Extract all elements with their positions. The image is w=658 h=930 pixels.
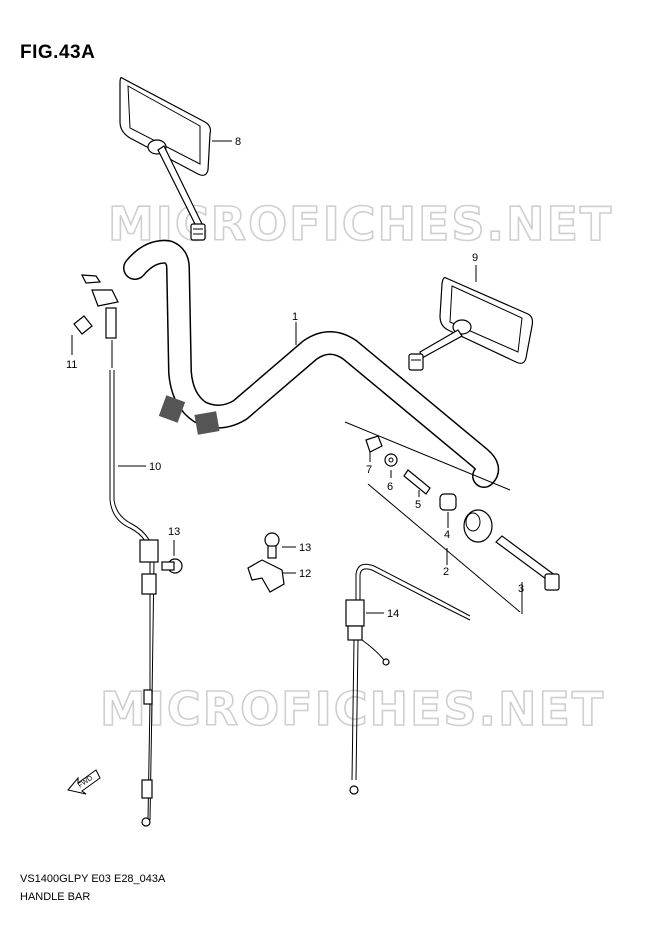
callout-1: 1 xyxy=(292,311,298,323)
bar-end-parts xyxy=(365,435,560,613)
left-mirror xyxy=(119,77,212,241)
figure-name: HANDLE BAR xyxy=(20,891,91,903)
callout-2: 2 xyxy=(443,566,449,578)
handlebar xyxy=(123,239,511,491)
callout-7: 7 xyxy=(366,464,372,476)
callout-5: 5 xyxy=(415,499,421,511)
callout-14: 14 xyxy=(387,608,399,620)
fwd-arrow: FWD xyxy=(67,769,101,795)
callout-13-right: 13 xyxy=(299,542,311,554)
screws-and-clamp xyxy=(161,532,285,593)
throttle-cable-left xyxy=(73,274,159,827)
leader-lines xyxy=(71,140,523,614)
throttle-cable-right xyxy=(345,563,471,795)
callout-4: 4 xyxy=(444,529,450,541)
right-mirror xyxy=(408,277,534,371)
watermark-top: MICROFICHES.NET xyxy=(108,197,613,251)
callout-6: 6 xyxy=(387,481,393,493)
callout-9: 9 xyxy=(472,252,478,264)
figure-title: FIG.43A xyxy=(20,42,96,63)
callout-3: 3 xyxy=(518,583,524,595)
callout-13-left: 13 xyxy=(168,526,180,538)
figure-code: VS1400GLPY E03 E28_043A xyxy=(20,873,166,885)
callout-10: 10 xyxy=(149,461,161,473)
callout-12: 12 xyxy=(299,568,311,580)
watermark-bottom: MICROFICHES.NET xyxy=(100,682,605,736)
callout-8: 8 xyxy=(235,136,241,148)
callout-11: 11 xyxy=(66,359,77,371)
